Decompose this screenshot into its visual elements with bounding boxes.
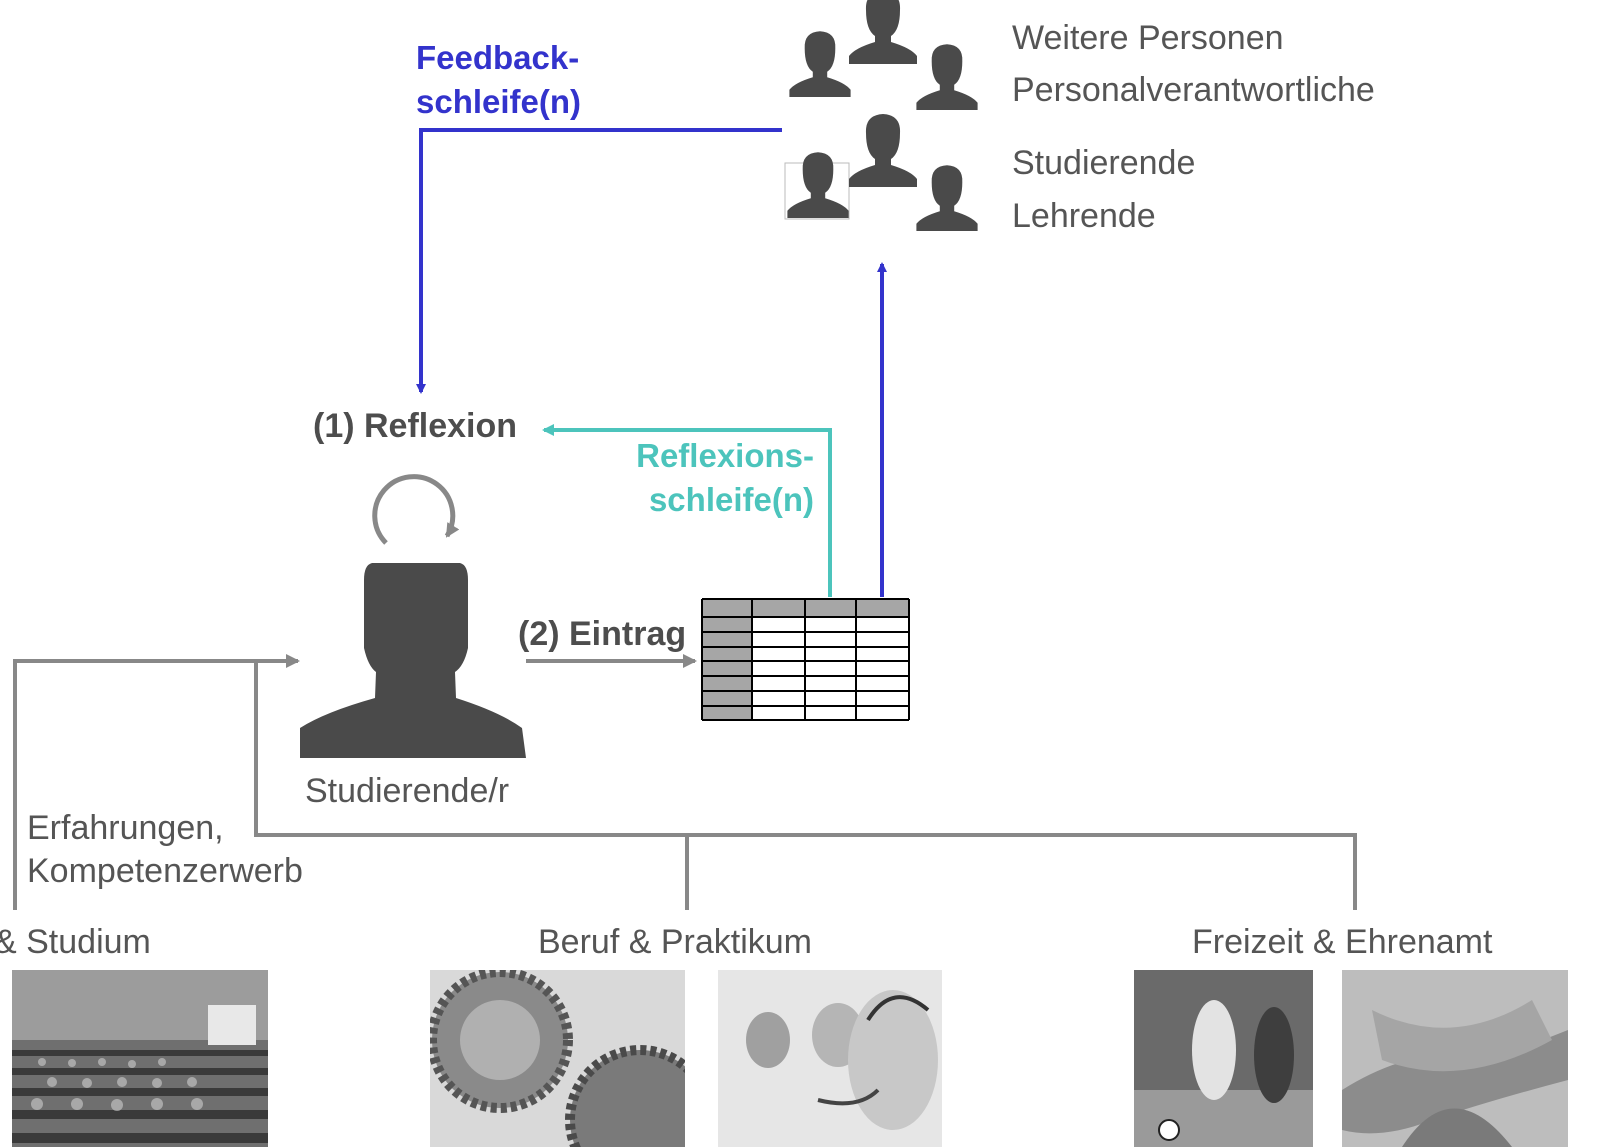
self-reflection-cycle-icon [372,474,460,545]
feedback-label-line2: schleife(n) [416,83,582,120]
experience-connector [254,661,1357,910]
call-center-photo [718,970,942,1147]
person-icon [849,0,917,64]
feedback-arrow [416,128,782,394]
group-label-weitere: Weitere Personen [1012,19,1284,57]
football-photo [1134,970,1313,1147]
lecture-hall-photo [12,970,268,1147]
hands-photo [1342,970,1568,1147]
student-silhouette-icon [300,563,526,758]
eintrag-label: (2) Eintrag [518,615,687,653]
table-icon [701,598,910,721]
person-icon [916,165,978,231]
reflexion-arrow [542,424,832,597]
experience-arrow [13,654,300,910]
area-label-beruf: Beruf & Praktikum [538,923,812,961]
experience-label-line2: Kompetenzerwerb [27,852,303,890]
experience-label-line1: Erfahrungen, [27,809,224,847]
person-icon [916,44,978,110]
reflexion-label: (1) Reflexion [313,407,518,445]
group-label-personal: Personalverantwortliche [1012,71,1375,109]
person-icon [789,31,851,98]
person-icon [849,114,917,187]
group-label-lehrende: Lehrende [1012,197,1156,235]
gears-photo [430,970,685,1147]
feedback-label-line1: Feedback- [416,39,580,76]
student-label: Studierende/r [305,772,510,810]
person-icon [787,152,849,218]
reflexions-loop-label-line2: schleife(n) [648,481,814,518]
reflexions-loop-label-line1: Reflexions- [636,437,814,474]
area-label-freizeit: Freizeit & Ehrenamt [1192,923,1493,961]
group-label-studierende: Studierende [1012,144,1196,182]
area-label-studium: & Studium [0,923,151,961]
